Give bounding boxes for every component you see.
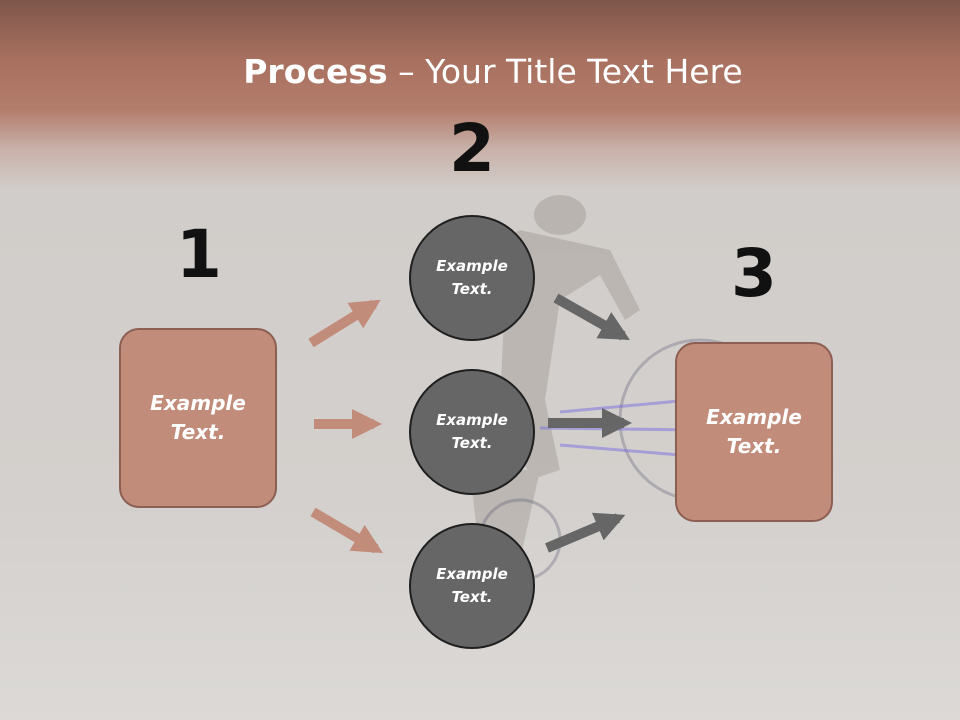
slide-title: Process – Your Title Text Here [0, 52, 960, 91]
step-3-text: Example Text. [706, 405, 802, 458]
step-2-circle-top-text: Example Text. [436, 257, 508, 298]
step-3-number: 3 [731, 235, 777, 312]
step-1-text: Example Text. [150, 391, 246, 444]
title-bold: Process [243, 52, 388, 91]
step-1-number: 1 [176, 216, 222, 293]
step-1-box: Example Text. [119, 328, 277, 508]
step-2-circle-bottom-text: Example Text. [436, 565, 508, 606]
title-rest: – Your Title Text Here [387, 52, 743, 91]
step-2-circle-middle-text: Example Text. [436, 411, 508, 452]
step-2-number: 2 [449, 110, 495, 187]
step-2-circle-bottom: Example Text. [409, 523, 535, 649]
arrow-step1-to-bottom [310, 507, 383, 554]
step-2-circle-top: Example Text. [409, 215, 535, 341]
arrow-top-to-step3 [553, 293, 630, 341]
arrow-step1-to-top [308, 299, 381, 348]
step-2-circle-middle: Example Text. [409, 369, 535, 495]
step-3-box: Example Text. [675, 342, 833, 522]
arrow-bottom-to-step3 [545, 512, 626, 553]
